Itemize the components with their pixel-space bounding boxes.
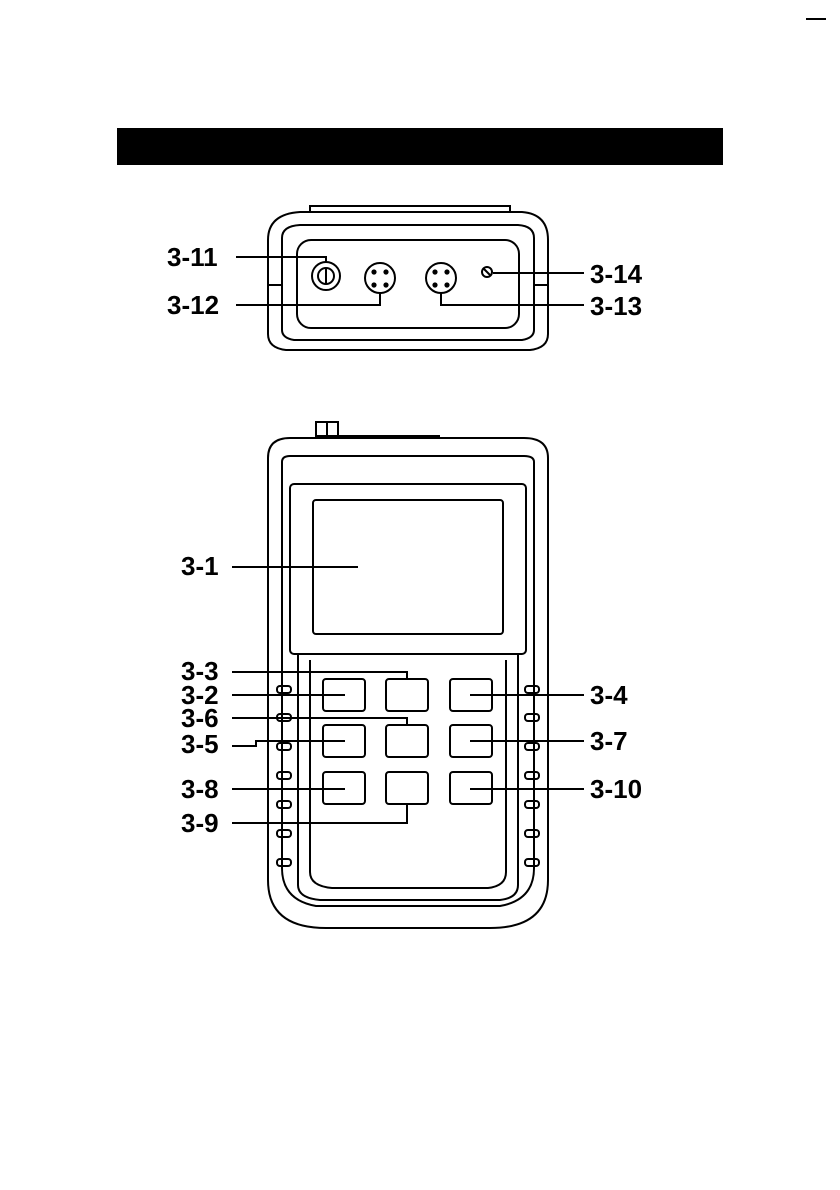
- input-socket-3-13: [426, 263, 456, 293]
- side-grip-left: [277, 686, 291, 866]
- leader-3-9: [232, 804, 407, 823]
- input-socket-3-11: [312, 262, 340, 290]
- callout-3-5: 3-5: [181, 731, 219, 757]
- adjust-screw-3-14: [482, 267, 492, 277]
- callout-3-10: 3-10: [590, 776, 642, 802]
- callout-3-11: 3-11: [167, 244, 218, 270]
- callout-3-6: 3-6: [181, 705, 219, 731]
- key-3-9[interactable]: [386, 772, 428, 804]
- keypad-panel-outer: [298, 654, 518, 900]
- side-grip-right: [525, 686, 539, 866]
- leader-3-13: [441, 293, 584, 305]
- front-view: [232, 422, 584, 928]
- key-3-6[interactable]: [386, 725, 428, 757]
- callout-3-14: 3-14: [590, 261, 642, 287]
- display-window: [290, 484, 526, 654]
- key-3-3[interactable]: [386, 679, 428, 711]
- input-socket-3-12: [365, 263, 395, 293]
- meter-inner-bezel: [282, 456, 534, 906]
- callout-3-7: 3-7: [590, 728, 628, 754]
- leader-3-12: [236, 293, 380, 305]
- callout-3-4: 3-4: [590, 682, 628, 708]
- top-view-connector-panel: [297, 240, 519, 328]
- top-view: [236, 206, 584, 350]
- callout-3-12: 3-12: [167, 292, 219, 318]
- callout-3-1: 3-1: [181, 553, 219, 579]
- leader-3-6: [232, 718, 407, 725]
- top-view-outer-case: [268, 212, 548, 350]
- callout-3-13: 3-13: [590, 293, 642, 319]
- leader-3-3: [232, 672, 407, 679]
- callout-3-8: 3-8: [181, 776, 219, 802]
- callout-3-9: 3-9: [181, 810, 219, 836]
